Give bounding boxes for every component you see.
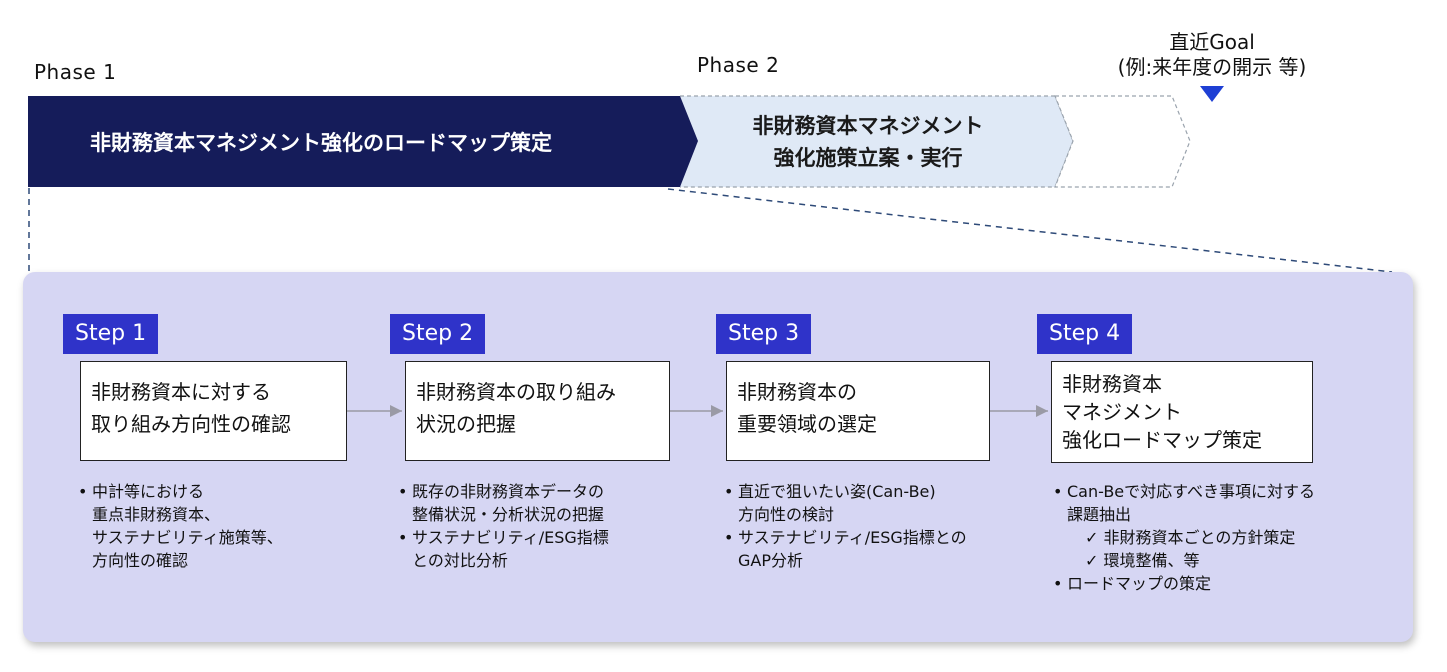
step2-bullet-line: 整備状況・分析状況の把握	[412, 505, 605, 524]
connector-right-dashed	[667, 188, 1393, 273]
phase2-arrow-text: 非財務資本マネジメント 強化施策立案・実行	[708, 110, 1028, 174]
goal-title-line1: 直近Goal	[1169, 30, 1255, 54]
step4-box-line2: マネジメント	[1062, 400, 1182, 424]
step1-bullet-line: 中計等における	[92, 482, 205, 501]
step3-box-line1: 非財務資本の	[737, 380, 857, 404]
step2-box-line2: 状況の把握	[416, 412, 516, 436]
step4-check-item: ✓ 環境整備、等	[1085, 551, 1200, 570]
step3-bullet-line: GAP分析	[738, 551, 803, 570]
step4-bullet: ロードマップの策定	[1053, 572, 1315, 595]
step4-box: 非財務資本 マネジメント 強化ロードマップ策定	[1051, 361, 1313, 463]
step2-bullet-line: 既存の非財務資本データの	[412, 482, 605, 501]
step1-bullet: 中計等における 重点非財務資本、 サステナビリティ施策等、 方向性の確認	[78, 480, 283, 572]
step1-box-line1: 非財務資本に対する	[91, 380, 271, 404]
step2-tab: Step 2	[390, 314, 486, 354]
step3-bullets: 直近で狙いたい姿(Can-Be) 方向性の検討 サステナビリティ/ESG指標との…	[724, 480, 967, 572]
step4-bullet-line: ロードマップの策定	[1067, 574, 1212, 593]
step1-box-line2: 取り組み方向性の確認	[91, 412, 291, 436]
step3-tab: Step 3	[716, 314, 812, 354]
step3-box: 非財務資本の 重要領域の選定	[726, 361, 990, 461]
step4-check-item: ✓ 非財務資本ごとの方針策定	[1085, 528, 1296, 547]
phase2-arrow-line1: 非財務資本マネジメント	[752, 114, 984, 138]
step4-tab: Step 4	[1037, 314, 1133, 354]
phase2-label: Phase 2	[697, 53, 780, 77]
step1-tab: Step 1	[63, 314, 159, 354]
step2-bullets: 既存の非財務資本データの 整備状況・分析状況の把握 サステナビリティ/ESG指標…	[398, 480, 609, 572]
step4-bullet-line: 課題抽出	[1067, 505, 1132, 524]
goal-title: 直近Goal (例:来年度の開示 等)	[1075, 30, 1349, 80]
step3-box-line2: 重要領域の選定	[737, 412, 877, 436]
goal-continuation-arrow	[1054, 95, 1191, 188]
phase1-label: Phase 1	[34, 60, 117, 84]
step4-bullets: Can-Beで対応すべき事項に対する 課題抽出 ✓ 非財務資本ごとの方針策定 ✓…	[1053, 480, 1315, 595]
phase2-arrow-line2: 強化施策立案・実行	[773, 146, 963, 170]
step4-box-line1: 非財務資本	[1062, 372, 1162, 396]
step2-bullet-line: との対比分析	[412, 551, 508, 570]
step2-bullet-line: サステナビリティ/ESG指標	[412, 528, 609, 547]
step2-box: 非財務資本の取り組み 状況の把握	[405, 361, 670, 461]
step1-box: 非財務資本に対する 取り組み方向性の確認	[80, 361, 347, 461]
step1-bullets: 中計等における 重点非財務資本、 サステナビリティ施策等、 方向性の確認	[78, 480, 283, 572]
step3-bullet-line: サステナビリティ/ESG指標との	[738, 528, 967, 547]
step1-bullet-line: サステナビリティ施策等、	[92, 528, 283, 547]
step3-bullet-line: 直近で狙いたい姿(Can-Be)	[738, 482, 936, 501]
step4-box-line3: 強化ロードマップ策定	[1062, 428, 1262, 452]
step2-box-line1: 非財務資本の取り組み	[416, 380, 616, 404]
step2-bullet: サステナビリティ/ESG指標 との対比分析	[398, 526, 609, 572]
goal-title-line2: (例:来年度の開示 等)	[1117, 55, 1307, 79]
step4-bullet-line: Can-Beで対応すべき事項に対する	[1067, 482, 1316, 501]
step3-bullet: サステナビリティ/ESG指標との GAP分析	[724, 526, 967, 572]
phase2-arrow	[680, 96, 1073, 187]
phase1-arrow	[28, 96, 698, 187]
step1-bullet-line: 方向性の確認	[92, 551, 189, 570]
step1-bullet-line: 重点非財務資本、	[92, 505, 221, 524]
step3-bullet: 直近で狙いたい姿(Can-Be) 方向性の検討	[724, 480, 967, 526]
step3-bullet-line: 方向性の検討	[738, 505, 835, 524]
step4-bullet: Can-Beで対応すべき事項に対する 課題抽出 ✓ 非財務資本ごとの方針策定 ✓…	[1053, 480, 1315, 572]
phase1-arrow-text: 非財務資本マネジメント強化のロードマップ策定	[90, 131, 552, 155]
step2-bullet: 既存の非財務資本データの 整備状況・分析状況の把握	[398, 480, 609, 526]
goal-marker-triangle	[1200, 86, 1224, 102]
